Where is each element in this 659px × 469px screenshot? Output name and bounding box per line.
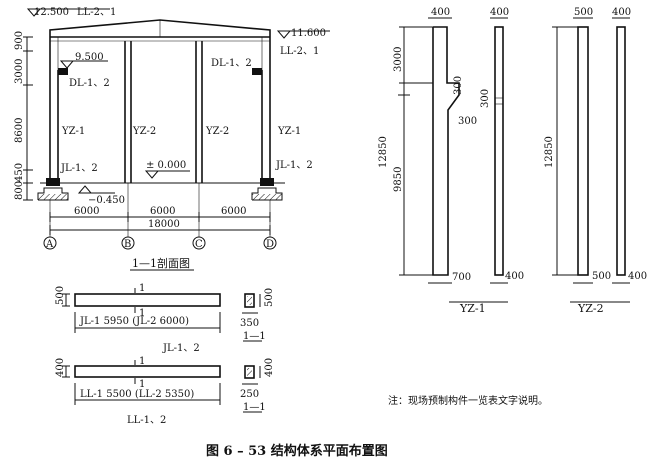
- jl-beam-elevation: [74, 293, 221, 307]
- yz1-dim-12850: 12850: [378, 136, 389, 168]
- axis-b-label: B: [124, 239, 131, 250]
- axis-d-label: D: [266, 239, 274, 250]
- jl-beam-section: [244, 293, 255, 308]
- ll-height-label: 400: [55, 358, 66, 377]
- yz1-bottom-width: 700: [452, 272, 471, 283]
- jl-left-label: JL-1、2: [60, 163, 98, 174]
- col-b-label: YZ-2: [132, 126, 156, 137]
- yz2-dim-12850: 12850: [544, 136, 555, 168]
- crane-beam-left: [58, 68, 68, 75]
- span-total-label: 18000: [148, 219, 180, 230]
- elev-marker-zero: [144, 170, 160, 179]
- left-dim-chain: [23, 36, 33, 201]
- column-c: [195, 41, 203, 183]
- ll-sec-label: 1—1: [243, 402, 266, 413]
- ll-beam-elevation: [74, 365, 221, 378]
- jl-height-label: 500: [55, 286, 66, 305]
- jl-section-mark-bottom: 1: [139, 308, 145, 319]
- yz1-dim-9850: 9850: [393, 167, 404, 192]
- axis-bubble-a: [43, 236, 57, 250]
- ll-title: LL-1、2: [127, 415, 166, 426]
- yz2-label: YZ-2: [577, 302, 604, 315]
- elev-marker-top-right: [276, 30, 292, 39]
- jl-beam-detail: [62, 288, 262, 342]
- axis-bubble-d: [263, 236, 277, 250]
- dim-900-label: 900: [14, 31, 25, 50]
- jl-sec-width-label: 350: [240, 318, 259, 329]
- yz2-elevation: [552, 17, 630, 303]
- yz2-bottom-width-right: 400: [628, 271, 647, 282]
- col-d-label: YZ-1: [277, 126, 301, 137]
- ll-sec-width-label: 250: [240, 389, 259, 400]
- elev-marker-neg: [77, 185, 93, 194]
- yz2-bottom-width: 500: [592, 271, 611, 282]
- col-c-label: YZ-2: [205, 126, 229, 137]
- yz1-dim-3000: 3000: [393, 47, 404, 72]
- axis-a-label: A: [45, 239, 54, 250]
- dim-3000-label: 3000: [14, 59, 25, 84]
- beam-top-left-label: LL-2、1: [77, 7, 116, 18]
- axis-c-label: C: [195, 239, 203, 250]
- yz1-bracket-300a: 300: [453, 76, 464, 95]
- yz2-top-width-right: 400: [612, 7, 631, 18]
- yz1-bottom-width-right: 400: [505, 271, 524, 282]
- jl-section-mark-top: 1: [139, 283, 145, 294]
- yz2-side-view: [616, 26, 626, 276]
- col-a-label: YZ-1: [61, 126, 85, 137]
- yz1-bracket-300b: 300: [480, 89, 491, 108]
- column-b: [124, 41, 132, 183]
- foundation-right: [251, 178, 283, 201]
- ll-section-mark-top: 1: [139, 356, 145, 367]
- yz1-elevation: [398, 17, 508, 303]
- span-dims: [49, 183, 271, 237]
- dim-450-label: 450: [14, 163, 25, 182]
- crane-beam-right: [252, 68, 262, 75]
- yz2-front-view: [577, 26, 589, 276]
- note-text: 注：现场预制构件一览表文字说明。: [388, 394, 548, 407]
- yz1-top-width-right: 400: [490, 7, 509, 18]
- elev-top-left-label: 12.500: [34, 7, 69, 18]
- yz1-side-view: [494, 26, 504, 276]
- jl-sec-label: 1—1: [243, 331, 266, 342]
- elev-crane-label: 9.500: [75, 52, 104, 63]
- yz1-label: YZ-1: [459, 302, 486, 315]
- beam-top-right-label: LL-2、1: [280, 46, 319, 57]
- axis-bubble-b: [121, 236, 135, 250]
- axis-bubble-c: [192, 236, 206, 250]
- dim-800-label: 800: [14, 181, 25, 200]
- ll-sec-height-label: 400: [264, 358, 275, 377]
- ll-section-mark-bottom: 1: [139, 379, 145, 390]
- foundation-left: [37, 178, 69, 201]
- ll-length-label: LL-1 5500 (LL-2 5350): [80, 389, 194, 400]
- jl-length-label: JL-1 5950 (JL-2 6000): [79, 316, 189, 327]
- yz1-profile: [432, 26, 460, 276]
- elev-zero-label: ± 0.000: [146, 160, 186, 171]
- elev-neg-label: −0.450: [88, 195, 125, 206]
- elev-top-right-label: 11.600: [291, 28, 326, 39]
- dl-right-label: DL-1、2: [211, 58, 252, 69]
- frame-section: [23, 8, 330, 271]
- jl-title: JL-1、2: [162, 343, 200, 354]
- column-d: [261, 37, 271, 183]
- yz2-top-width: 500: [574, 7, 593, 18]
- span-1-label: 6000: [74, 206, 99, 217]
- dl-left-label: DL-1、2: [69, 78, 110, 89]
- dim-8600-label: 8600: [14, 118, 25, 143]
- ll-beam-section: [244, 365, 255, 379]
- jl-sec-height-label: 500: [264, 288, 275, 307]
- figure-caption: 图 6 – 53 结构体系平面布置图: [206, 443, 388, 459]
- span-2-label: 6000: [150, 206, 175, 217]
- section-title: 1—1剖面图: [132, 256, 190, 270]
- yz1-bracket-300c: 300: [458, 116, 477, 127]
- elev-marker-crane: [59, 60, 75, 69]
- span-3-label: 6000: [221, 206, 246, 217]
- ll-beam-detail: [62, 360, 262, 413]
- yz1-top-width: 400: [431, 7, 450, 18]
- jl-right-label: JL-1、2: [275, 160, 313, 171]
- column-a: [49, 37, 59, 183]
